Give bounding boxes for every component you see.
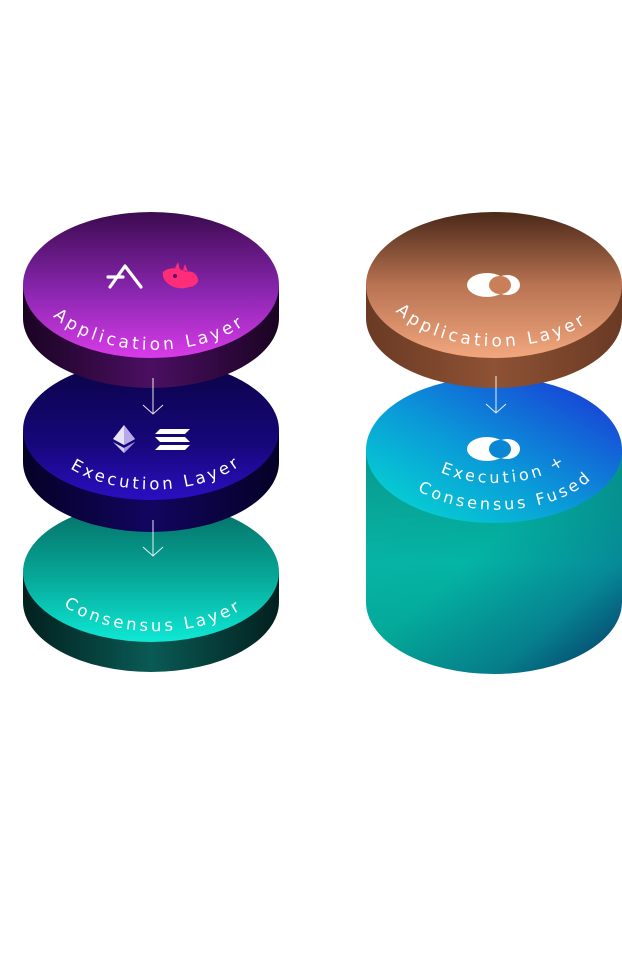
fused-chain-icon <box>467 273 520 297</box>
execution-layer-disk: Execution Layer <box>23 360 279 532</box>
arrow-down-icon <box>142 378 164 415</box>
uniswap-icon <box>162 262 199 289</box>
consensus-layer-disk: Consensus Layer <box>23 502 279 672</box>
arrow-down-icon <box>142 520 164 557</box>
application-layer-disk-right: Application Layer <box>366 212 622 388</box>
ethereum-icon <box>113 425 135 453</box>
arrow-down-icon <box>485 376 507 414</box>
execution-consensus-fused-cylinder: Execution + Consensus Fused <box>366 377 622 674</box>
aave-icon <box>106 264 143 289</box>
application-layer-disk-left: Application Layer <box>23 212 279 388</box>
fused-chain-icon <box>467 437 520 461</box>
solana-icon <box>155 429 190 450</box>
